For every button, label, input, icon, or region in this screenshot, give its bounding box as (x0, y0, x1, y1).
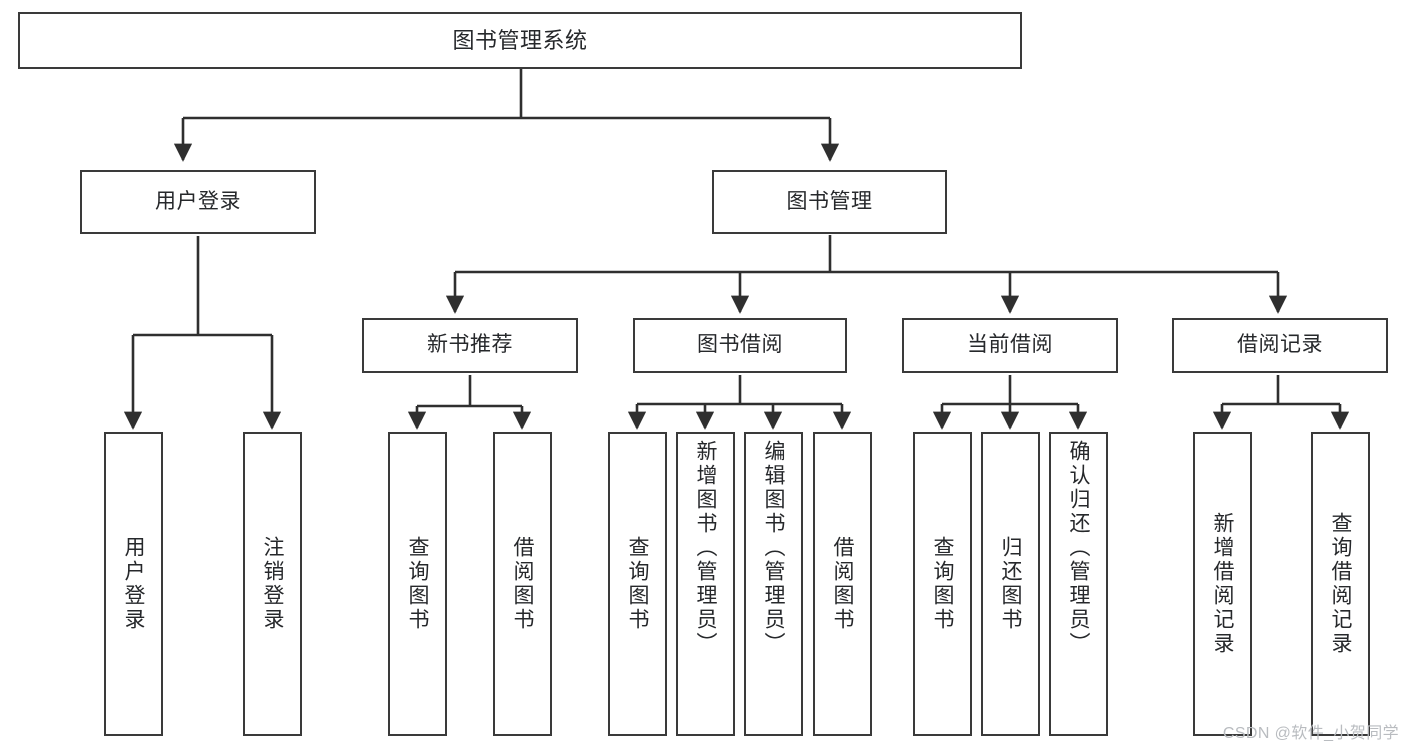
leaf-current-return-book[interactable]: 归还图书 (981, 432, 1040, 736)
leaf-user-login-signin[interactable]: 用户登录 (104, 432, 163, 736)
leaf-recommend-borrow-book[interactable]: 借阅图书 (493, 432, 552, 736)
node-current-borrow-label: 当前借阅 (967, 333, 1053, 357)
leaf-record-query-record-label: 查询借阅记录 (1329, 512, 1352, 656)
leaf-recommend-borrow-book-label: 借阅图书 (511, 536, 534, 632)
node-borrow-record[interactable]: 借阅记录 (1172, 318, 1388, 373)
node-new-book-recommend-label: 新书推荐 (427, 333, 513, 357)
leaf-current-confirm-return[interactable]: 确认归还（管理员） (1049, 432, 1108, 736)
node-borrow-record-label: 借阅记录 (1237, 333, 1323, 357)
leaf-recommend-query-book-label: 查询图书 (406, 536, 429, 632)
node-book-borrow[interactable]: 图书借阅 (633, 318, 847, 373)
leaf-user-login-signin-label: 用户登录 (122, 536, 145, 632)
node-root-system[interactable]: 图书管理系统 (18, 12, 1022, 69)
leaf-borrow-borrow-book[interactable]: 借阅图书 (813, 432, 872, 736)
node-new-book-recommend[interactable]: 新书推荐 (362, 318, 578, 373)
node-current-borrow[interactable]: 当前借阅 (902, 318, 1118, 373)
leaf-current-query-book-label: 查询图书 (931, 536, 954, 632)
csdn-watermark: CSDN @软件_小贺同学 (1222, 725, 1399, 742)
leaf-recommend-query-book[interactable]: 查询图书 (388, 432, 447, 736)
leaf-borrow-add-book[interactable]: 新增图书（管理员） (676, 432, 735, 736)
leaf-user-login-signout-label: 注销登录 (261, 536, 284, 632)
leaf-record-query-record[interactable]: 查询借阅记录 (1311, 432, 1370, 736)
leaf-borrow-query-book[interactable]: 查询图书 (608, 432, 667, 736)
leaf-current-return-book-label: 归还图书 (999, 536, 1022, 632)
node-user-login-label: 用户登录 (155, 189, 241, 213)
leaf-borrow-edit-book-label: 编辑图书（管理员） (762, 440, 785, 656)
leaf-borrow-add-book-label: 新增图书（管理员） (694, 440, 717, 656)
node-book-management-label: 图书管理 (786, 189, 873, 213)
node-book-management[interactable]: 图书管理 (712, 170, 947, 234)
leaf-record-add-record[interactable]: 新增借阅记录 (1193, 432, 1252, 736)
leaf-user-login-signout[interactable]: 注销登录 (243, 432, 302, 736)
node-book-borrow-label: 图书借阅 (697, 333, 783, 357)
leaf-current-confirm-return-label: 确认归还（管理员） (1067, 440, 1090, 656)
leaf-borrow-edit-book[interactable]: 编辑图书（管理员） (744, 432, 803, 736)
leaf-current-query-book[interactable]: 查询图书 (913, 432, 972, 736)
leaf-borrow-borrow-book-label: 借阅图书 (831, 536, 854, 632)
node-root-system-label: 图书管理系统 (452, 27, 588, 53)
node-user-login[interactable]: 用户登录 (80, 170, 316, 234)
leaf-record-add-record-label: 新增借阅记录 (1211, 512, 1234, 656)
leaf-borrow-query-book-label: 查询图书 (626, 536, 649, 632)
